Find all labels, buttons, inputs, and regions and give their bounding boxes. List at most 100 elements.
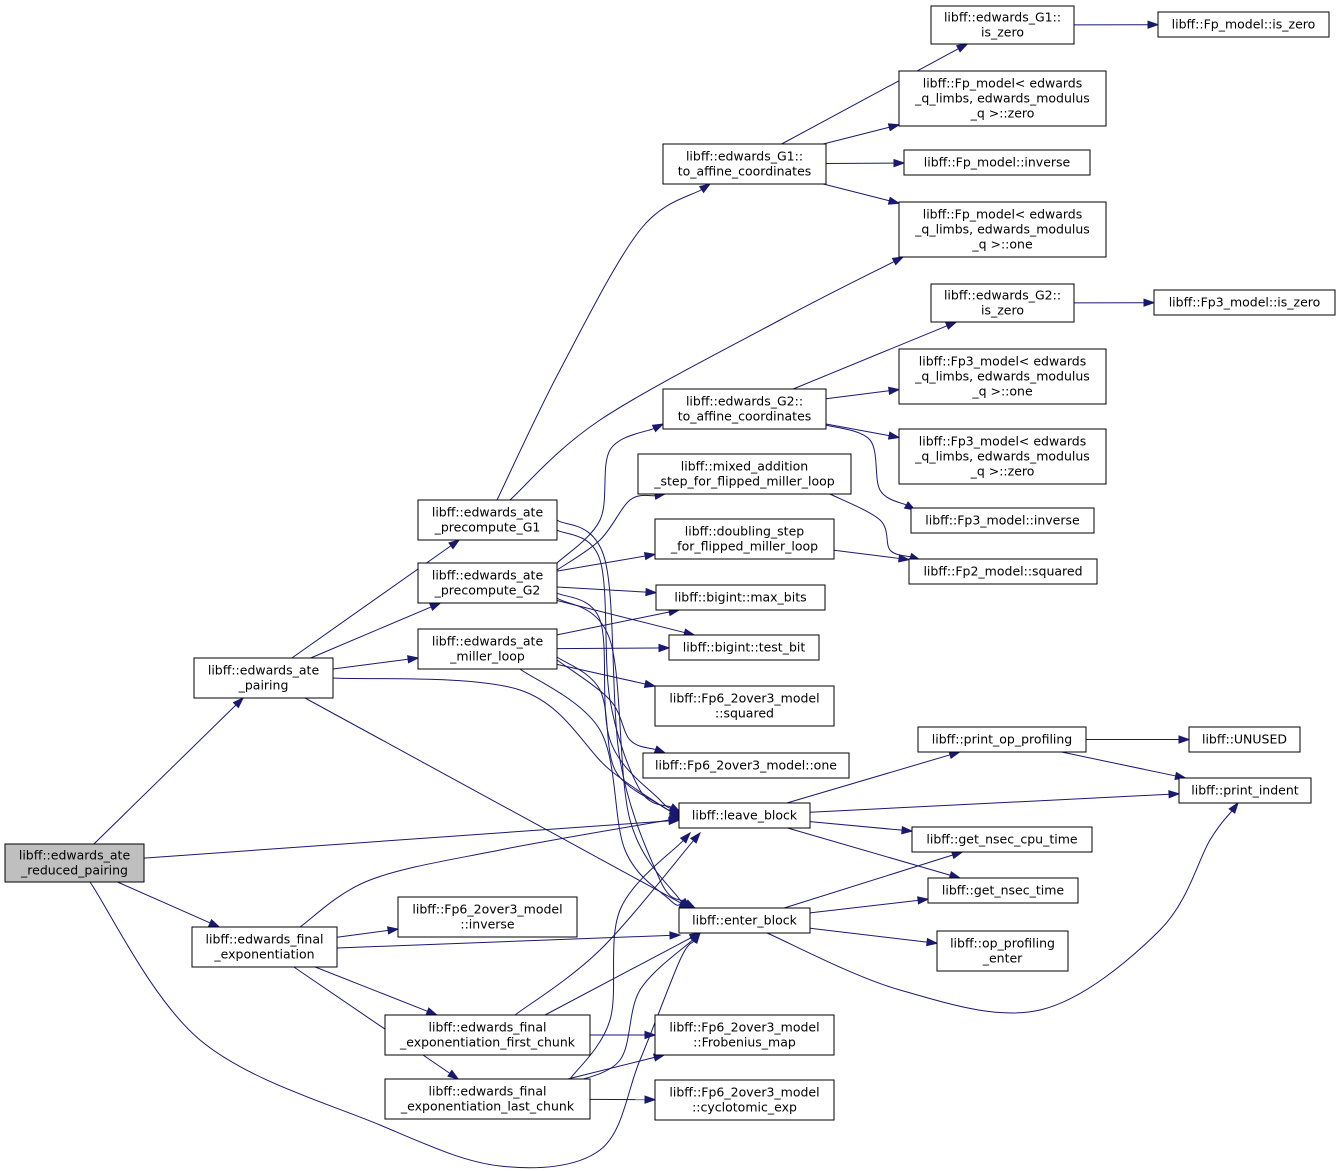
node-max-bits[interactable]: libff::bigint::max_bits: [655, 584, 826, 611]
node-label: _precompute_G2: [434, 583, 541, 598]
node-miller[interactable]: libff::edwards_ate_miller_loop: [417, 628, 558, 670]
node-fp3-one[interactable]: libff::Fp3_model< edwards_q_limbs, edwar…: [898, 348, 1107, 405]
node-print-indent[interactable]: libff::print_indent: [1178, 777, 1312, 804]
node-label: _for_flipped_miller_loop: [670, 539, 818, 554]
arrowhead-icon: [425, 1007, 439, 1016]
node-g2-affine[interactable]: libff::edwards_G2::to_affine_coordinates: [662, 388, 827, 430]
node-label: libff::print_indent: [1191, 783, 1298, 798]
node-doubling[interactable]: libff::doubling_step_for_flipped_miller_…: [654, 518, 835, 560]
node-box: [911, 826, 1093, 853]
node-mixed-add[interactable]: libff::mixed_addition_step_for_flipped_m…: [637, 453, 852, 495]
node-label: _exponentiation_first_chunk: [399, 1035, 576, 1050]
node-box: [936, 930, 1069, 972]
edge-line: [336, 929, 389, 938]
edge-line: [809, 927, 928, 943]
edge-line: [833, 549, 900, 559]
edge-pairing-to-enter_block: [304, 697, 692, 909]
node-fp-is-zero[interactable]: libff::Fp_model::is_zero: [1157, 11, 1330, 38]
node-box: [1153, 289, 1336, 316]
node-fp6-one[interactable]: libff::Fp6_2over3_model::one: [642, 752, 850, 779]
arrowhead-icon: [1168, 790, 1181, 799]
node-unused[interactable]: libff::UNUSED: [1188, 726, 1301, 753]
node-label: _q >::one: [971, 384, 1033, 399]
node-fp-zero[interactable]: libff::Fp_model< edwards_q_limbs, edward…: [898, 70, 1107, 127]
node-label: libff::get_nsec_cpu_time: [926, 832, 1077, 847]
node-fp3-zero[interactable]: libff::Fp3_model< edwards_q_limbs, edwar…: [898, 428, 1107, 485]
node-g1-affine[interactable]: libff::edwards_G1::to_affine_coordinates: [662, 143, 827, 185]
edge-print_op-to-print_indent: [1061, 751, 1187, 780]
node-g2-is-zero[interactable]: libff::edwards_G2::is_zero: [930, 283, 1075, 323]
node-first-chunk[interactable]: libff::edwards_final_exponentiation_firs…: [384, 1014, 591, 1056]
node-label: libff::Fp_model< edwards: [923, 76, 1083, 91]
edge-line: [332, 677, 673, 813]
arrowhead-icon: [645, 587, 658, 597]
node-box: [417, 562, 558, 604]
node-root[interactable]: libff::edwards_ate_reduced_pairing: [4, 843, 145, 883]
arrowhead-icon: [887, 123, 901, 132]
node-box: [4, 843, 145, 883]
edge-line: [556, 427, 655, 564]
node-fp2-squared[interactable]: libff::Fp2_model::squared: [908, 558, 1098, 585]
node-pre-g2[interactable]: libff::edwards_ate_precompute_G2: [417, 562, 558, 604]
edge-line: [509, 261, 895, 501]
edge-line: [781, 48, 959, 145]
edge-g1_affine-to-fp_inverse: [825, 158, 906, 168]
edge-print_op-to-unused: [1086, 735, 1191, 744]
node-fp-inverse[interactable]: libff::Fp_model::inverse: [903, 149, 1091, 176]
node-op-enter[interactable]: libff::op_profiling_enter: [936, 930, 1069, 972]
node-fp6-squared[interactable]: libff::Fp6_2over3_model::squared: [654, 685, 835, 727]
edge-g1_affine-to-fp_one: [823, 183, 901, 205]
edge-line: [304, 697, 682, 904]
node-last-chunk[interactable]: libff::edwards_final_exponentiation_last…: [384, 1078, 591, 1120]
arrowhead-icon: [944, 321, 958, 330]
arrowhead-icon: [679, 831, 692, 844]
node-frobenius[interactable]: libff::Fp6_2over3_model::Frobenius_map: [654, 1014, 835, 1056]
node-pairing[interactable]: libff::edwards_ate_pairing: [193, 657, 334, 699]
node-fp6-inverse[interactable]: libff::Fp6_2over3_model::inverse: [397, 896, 578, 938]
edge-last_chunk-to-enter_block: [569, 931, 702, 1084]
node-fp3-is-zero[interactable]: libff::Fp3_model::is_zero: [1153, 289, 1336, 316]
edge-root-to-leave_block: [143, 816, 681, 859]
node-final-exp[interactable]: libff::edwards_final_exponentiation: [191, 926, 338, 968]
edge-line: [569, 840, 684, 1080]
edge-line: [314, 966, 428, 1012]
node-label: libff::Fp3_model< edwards: [919, 434, 1087, 449]
node-label: libff::get_nsec_time: [942, 883, 1064, 898]
node-fp-one[interactable]: libff::Fp_model< edwards_q_limbs, edward…: [898, 201, 1107, 258]
arrowhead-icon: [926, 937, 939, 947]
arrowhead-icon: [893, 158, 906, 168]
edge-miller-to-max_bits: [556, 607, 681, 636]
node-label: _exponentiation_last_chunk: [400, 1099, 575, 1114]
node-print-op[interactable]: libff::print_op_profiling: [917, 726, 1087, 753]
arrowhead-icon: [950, 851, 964, 860]
edge-pre_g1-to-g1_affine: [496, 183, 712, 501]
node-enter-block[interactable]: libff::enter_block: [678, 907, 811, 934]
node-get-cpu[interactable]: libff::get_nsec_cpu_time: [911, 826, 1093, 853]
node-label: _q >::zero: [970, 106, 1035, 121]
arrowhead-icon: [1143, 298, 1156, 307]
node-get-nsec[interactable]: libff::get_nsec_time: [927, 877, 1079, 904]
node-box: [417, 628, 558, 670]
edge-line: [496, 189, 702, 501]
node-label: _enter: [982, 951, 1023, 966]
node-box: [898, 70, 1107, 127]
edge-g1_is_zero-to-fp_is_zero: [1073, 20, 1160, 29]
node-leave-block[interactable]: libff::leave_block: [678, 802, 811, 829]
node-box: [927, 877, 1079, 904]
node-box: [654, 685, 835, 727]
arrowhead-icon: [653, 745, 667, 754]
node-label: ::inverse: [460, 917, 515, 932]
node-g1-is-zero[interactable]: libff::edwards_G1::is_zero: [930, 5, 1075, 45]
node-cyclotomic[interactable]: libff::Fp6_2over3_model::cyclotomic_exp: [654, 1079, 835, 1121]
node-fp3-inverse[interactable]: libff::Fp3_model::inverse: [910, 507, 1095, 534]
node-label: libff::edwards_final: [429, 1084, 547, 1099]
edge-pre_g2-to-mixed_add: [556, 491, 667, 571]
node-pre-g1[interactable]: libff::edwards_ate_precompute_G1: [417, 499, 558, 541]
node-box: [662, 143, 827, 185]
edge-line: [1061, 751, 1176, 777]
node-box: [898, 428, 1107, 485]
node-box: [191, 926, 338, 968]
node-test-bit[interactable]: libff::bigint::test_bit: [668, 634, 820, 661]
node-box: [193, 657, 334, 699]
edge-leave_block-to-print_indent: [809, 790, 1181, 813]
